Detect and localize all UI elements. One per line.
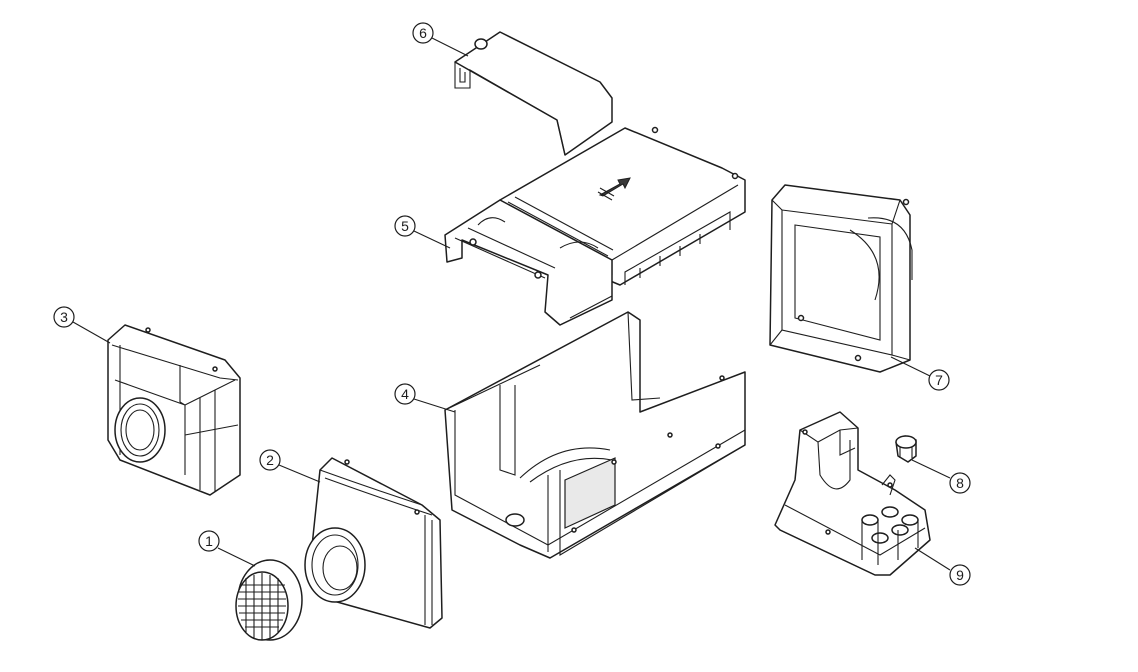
callout-3-label: 3 — [60, 309, 68, 325]
part-7-frame — [769, 184, 913, 373]
callout-8: 8 — [911, 459, 971, 494]
part-1-grille — [235, 559, 303, 641]
callout-2: 2 — [259, 449, 321, 483]
callout-5: 5 — [394, 215, 451, 249]
part-6-top-cap — [454, 31, 613, 156]
callout-1-label: 1 — [205, 533, 213, 549]
callout-2-label: 2 — [266, 452, 274, 468]
callout-5-label: 5 — [401, 218, 409, 234]
part-5-cover-housing — [444, 126, 746, 326]
callout-7: 7 — [890, 356, 950, 391]
callout-7-label: 7 — [935, 372, 943, 388]
callout-3: 3 — [53, 306, 111, 344]
callout-4: 4 — [394, 383, 456, 413]
part-2-front-housing — [304, 457, 443, 629]
part-4-lower-tray — [444, 311, 746, 559]
callout-9: 9 — [914, 547, 971, 586]
callout-6-label: 6 — [419, 25, 427, 41]
part-8-plug — [895, 435, 917, 463]
callout-8-label: 8 — [956, 475, 964, 491]
part-9-base-bracket — [774, 411, 931, 576]
part-3-rear-housing — [107, 324, 241, 496]
callout-6: 6 — [412, 22, 469, 57]
callout-1: 1 — [198, 530, 256, 567]
callout-9-label: 9 — [956, 567, 964, 583]
callout-4-label: 4 — [401, 386, 409, 402]
